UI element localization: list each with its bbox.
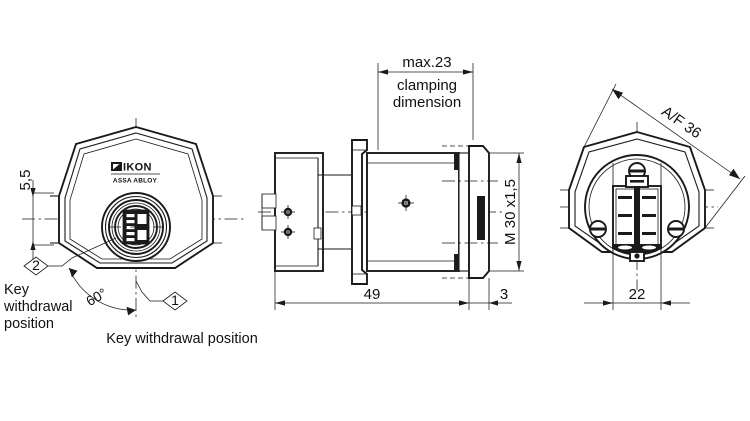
barrel-center-marker: [398, 195, 414, 211]
dim-5-5-text: 5,5: [17, 170, 34, 191]
len-text: 49: [364, 286, 381, 303]
front-plate-slot: [477, 196, 485, 240]
thread-arrow-bottom: [516, 261, 522, 271]
cam-slot-l1: [618, 196, 632, 199]
front-view: IKON ASSA ABLOY 5,5 2 1: [3, 118, 258, 347]
thick-text: 3: [500, 286, 508, 303]
dim-5-5-arrow-top: [30, 188, 36, 197]
w22-arrow-right: [661, 300, 671, 306]
balloon-1-callout: 1: [135, 280, 188, 311]
af-arrow-end: [729, 168, 740, 179]
dimension-thickness-3: 3: [469, 278, 512, 310]
balloon-1-leader: [135, 280, 163, 302]
cam-top-slot: [630, 180, 644, 183]
collar-notch: [351, 205, 362, 216]
keyway-profile: [126, 214, 147, 242]
thread-text: M 30 x1,5: [502, 179, 519, 245]
note-left-line1: Key: [4, 282, 30, 298]
angle-text: 60°: [83, 285, 109, 309]
cam-slot-l3: [618, 232, 632, 235]
thick-arrow: [489, 300, 498, 306]
cam-bottom-pin: [634, 253, 640, 259]
front-hex-inner-outline: [64, 132, 208, 264]
screw-symbol-lower: [281, 225, 295, 239]
angle-arc: [68, 267, 137, 311]
clamp-line1: max.23: [402, 54, 451, 71]
len-arrow-left: [275, 300, 285, 306]
angle-arrow-right: [126, 306, 136, 316]
thread-arrow-top: [516, 153, 522, 163]
balloon-2-text: 2: [32, 257, 40, 273]
dimension-thread: M 30 x1,5: [490, 152, 524, 272]
dimension-clamping: max.23 clamping dimension: [377, 54, 474, 150]
left-lug-top: [261, 193, 277, 209]
clamp-arrow-left: [378, 69, 388, 75]
balloon-2-leader: [48, 237, 117, 267]
rear-view: A/F 36 22: [560, 83, 746, 310]
clamp-arrow-right: [463, 69, 473, 75]
screw-right: [667, 220, 685, 238]
clamp-line3: dimension: [393, 94, 461, 111]
dimension-5-5: 5,5: [17, 170, 54, 268]
balloon-1-diamond: [162, 291, 188, 311]
len-arrow-right: [459, 300, 469, 306]
angle-dimension-60: 60°: [68, 267, 137, 316]
cam-bottom-void-r: [642, 245, 656, 250]
angle-arrow-left: [69, 268, 78, 278]
balloon-1-text: 1: [171, 292, 179, 308]
cam-slot-r2: [642, 214, 656, 217]
note-key-withdrawal-left: Key withdrawal position: [3, 282, 73, 332]
af-ext-left: [583, 83, 617, 148]
brand-name: IKON: [123, 161, 152, 173]
left-lug-bottom: [261, 215, 277, 231]
dimension-length-49: 49: [274, 271, 470, 310]
dimension-width-22: 22: [584, 248, 690, 310]
note-left-line3: position: [4, 316, 54, 332]
cam-center-bar: [634, 186, 640, 248]
af-dim-line: [611, 88, 741, 180]
screw-left: [589, 220, 607, 238]
cam-slot-r3: [642, 232, 656, 235]
note-key-withdrawal-bottom: Key withdrawal position: [106, 331, 258, 347]
logo-mark-glyph: [113, 164, 120, 170]
balloon-2-callout: 2: [23, 237, 117, 276]
cam-slot-l2: [618, 214, 632, 217]
note-left-line2: withdrawal: [3, 299, 73, 315]
thread-sleeve: [458, 152, 470, 272]
brand-logo: IKON ASSA ABLOY: [111, 161, 160, 185]
side-section-view: max.23 clamping dimension M 30 x1,5 49: [258, 54, 524, 310]
af-ext-right: [704, 175, 746, 229]
w22-text: 22: [629, 286, 646, 303]
af-text: A/F 36: [658, 103, 704, 142]
clamp-line2: clamping: [397, 77, 457, 94]
w22-arrow-left: [603, 300, 613, 306]
plug-ring-2: [104, 195, 168, 259]
brand-sub: ASSA ABLOY: [113, 178, 158, 185]
rear-body-tab: [313, 227, 322, 240]
threaded-barrel: [366, 152, 460, 272]
af-arrow-start: [612, 89, 623, 100]
dim-5-5-arrow-bottom: [30, 241, 36, 250]
cam-slot-r1: [642, 196, 656, 199]
screw-symbol-upper: [281, 205, 295, 219]
cam-bottom-void-l: [618, 245, 632, 250]
